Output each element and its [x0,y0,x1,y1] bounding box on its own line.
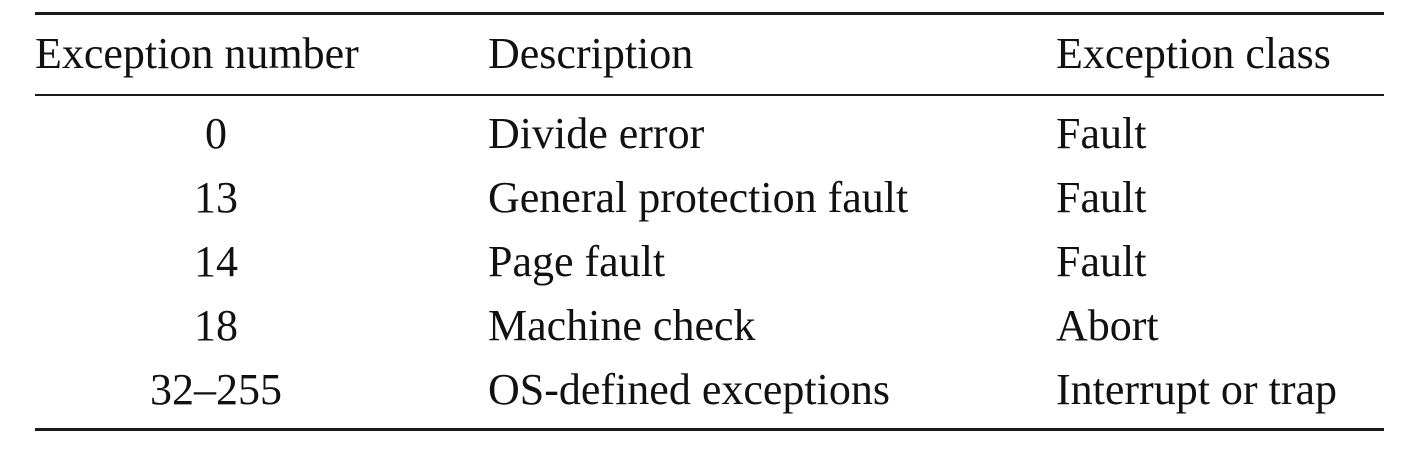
table-header-row: Exception number Description Exception c… [35,22,1384,86]
exception-class-cell: Abort [1056,301,1159,350]
header-exception-number: Exception number [35,29,359,78]
exception-number-cell: 14 [194,237,238,286]
table-header-rule [35,94,1384,96]
table-row: 0 Divide error Fault [35,102,1384,166]
description-cell: General protection fault [488,173,909,222]
description-cell: Divide error [488,109,705,158]
description-cell: Page fault [488,237,666,286]
exception-number-cell: 13 [194,173,238,222]
table-row: 13 General protection fault Fault [35,166,1384,230]
table-row: 18 Machine check Abort [35,294,1384,358]
exception-number-cell: 18 [194,301,238,350]
header-exception-class: Exception class [1056,29,1331,78]
table-row: 32–255 OS-defined exceptions Interrupt o… [35,358,1384,422]
exception-class-cell: Fault [1056,237,1147,286]
exception-number-cell: 32–255 [150,365,282,414]
description-cell: Machine check [488,301,756,350]
header-description: Description [488,29,694,78]
exception-class-cell: Fault [1056,173,1147,222]
exception-class-cell: Interrupt or trap [1056,365,1337,414]
table-bottom-rule [35,428,1384,431]
table-row: 14 Page fault Fault [35,230,1384,294]
table-top-rule [35,12,1384,15]
exception-class-cell: Fault [1056,109,1147,158]
exception-number-cell: 0 [205,109,227,158]
description-cell: OS-defined exceptions [488,365,890,414]
